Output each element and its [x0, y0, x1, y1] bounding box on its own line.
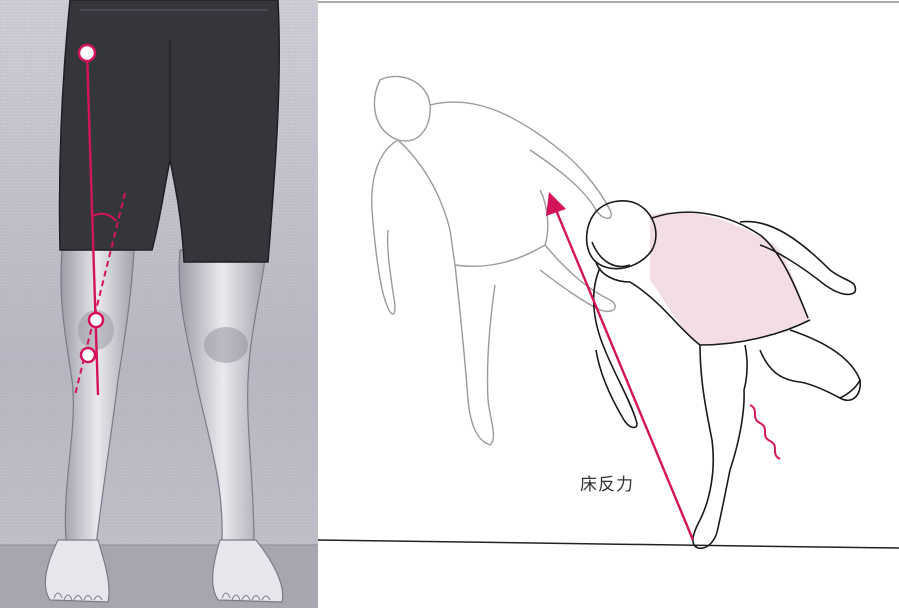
faded-athlete-figure — [372, 76, 615, 445]
shirt-fill — [650, 212, 810, 345]
ground-reaction-force-label: 床反力 — [580, 470, 634, 495]
tibial-tuberosity-marker — [81, 348, 95, 362]
leg-photo-panel — [0, 0, 318, 608]
right-knee-shadow — [204, 327, 248, 363]
asis-marker — [79, 45, 95, 61]
athlete-line-drawing — [318, 0, 899, 608]
force-arrow-head-icon — [546, 192, 566, 216]
left-foot — [45, 540, 109, 602]
athlete-drawing-panel — [318, 0, 899, 608]
athlete-head — [587, 201, 656, 269]
ground-line — [318, 540, 899, 548]
leg-photo-illustration — [0, 0, 318, 608]
patella-center-marker — [89, 313, 103, 327]
vibration-mark-icon — [750, 405, 780, 459]
